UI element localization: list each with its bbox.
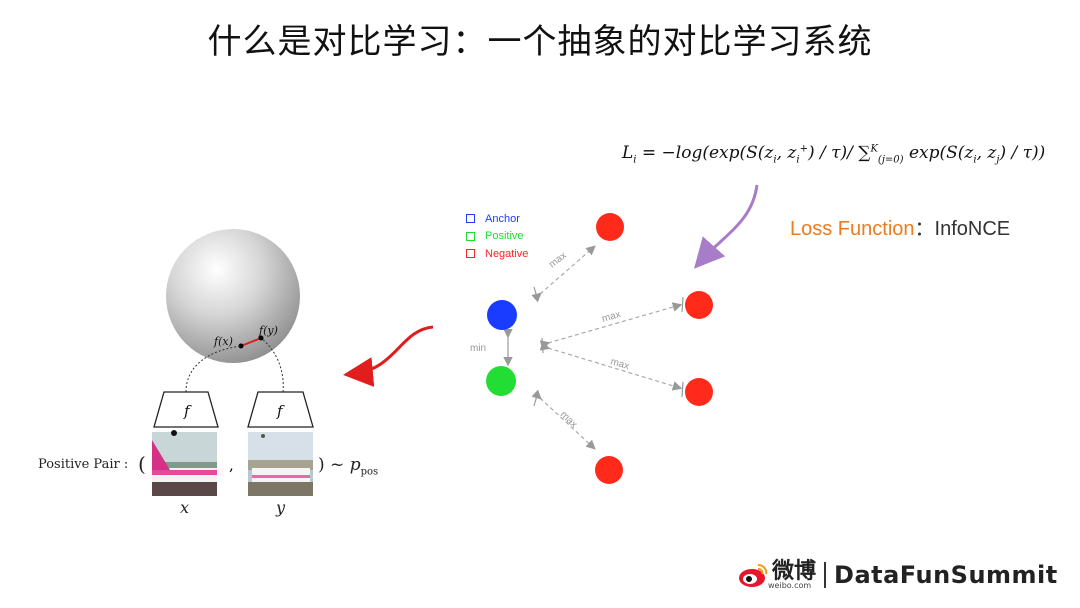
p-pos-label: ) ~ ppos: [318, 455, 379, 478]
tick-3: [681, 296, 684, 313]
formula-to-loss-arrow: [694, 184, 759, 269]
weibo-eye-icon: [739, 564, 768, 587]
negative-node-4: [595, 456, 623, 484]
fx-point: [238, 343, 244, 349]
edge-max-3: [539, 341, 683, 391]
label-max-1: max: [547, 250, 569, 270]
legend-negative: Negative: [466, 245, 528, 263]
diagram-to-sphere-arrow: [343, 325, 434, 388]
embedding-distance: [240, 337, 262, 347]
embedding-sphere: [166, 229, 300, 363]
fx-label: f(x): [213, 335, 233, 348]
positive-pair-label: Positive Pair :: [38, 457, 129, 472]
link-y: [260, 337, 284, 393]
encoder-x: [153, 391, 219, 428]
positive-swatch: [466, 231, 475, 241]
loss-function-value: InfoNCE: [934, 218, 1011, 240]
label-min: min: [470, 343, 486, 354]
tick-1: [533, 286, 539, 302]
encoder-y: [247, 391, 314, 428]
brand-name: DataFunSummit: [834, 561, 1058, 589]
loss-function-label: Loss Function：InfoNCE: [790, 218, 1011, 240]
encoder-y-label: f: [276, 402, 285, 420]
legend-anchor: Anchor: [466, 210, 528, 228]
tick-2: [541, 337, 544, 354]
positive-node: [486, 366, 516, 396]
loss-function-name: Loss Function: [790, 218, 915, 240]
image-x: [152, 430, 217, 496]
tick-4: [681, 381, 684, 398]
open-paren: (: [138, 452, 146, 476]
label-max-2: max: [601, 309, 622, 325]
anchor-node: [487, 300, 517, 330]
image-y: [248, 432, 313, 496]
legend-positive: Positive: [466, 228, 528, 246]
negative-node-1: [596, 213, 624, 241]
anchor-swatch: [466, 214, 475, 224]
negative-node-3: [685, 378, 713, 406]
legend: Anchor Positive Negative: [466, 210, 528, 263]
label-max-4: max: [558, 409, 579, 430]
label-max-3: max: [609, 356, 630, 372]
negative-node-2: [685, 291, 713, 319]
infonce-formula: Li = −log(exp(S(zi, zi+) / τ)/ ∑K(j=0) e…: [622, 143, 1046, 166]
footer-logo: 微博 weibo.com DataFunSummit: [738, 558, 1058, 592]
x-label: x: [180, 498, 190, 517]
tick-5: [533, 391, 539, 407]
y-label: y: [276, 498, 286, 517]
pair-comma: ,: [229, 456, 234, 474]
weibo-text: 微博 weibo.com: [768, 558, 817, 590]
link-x: [185, 345, 242, 393]
logo-separator: [824, 562, 827, 588]
slide-title: 什么是对比学习：一个抽象的对比学习系统: [207, 22, 873, 62]
negative-swatch: [466, 249, 475, 259]
edge-max-4: [531, 389, 596, 450]
fy-label: f(y): [258, 324, 278, 337]
edge-max-1: [531, 245, 596, 303]
edge-max-2: [539, 302, 683, 350]
encoder-x-label: f: [183, 402, 192, 420]
